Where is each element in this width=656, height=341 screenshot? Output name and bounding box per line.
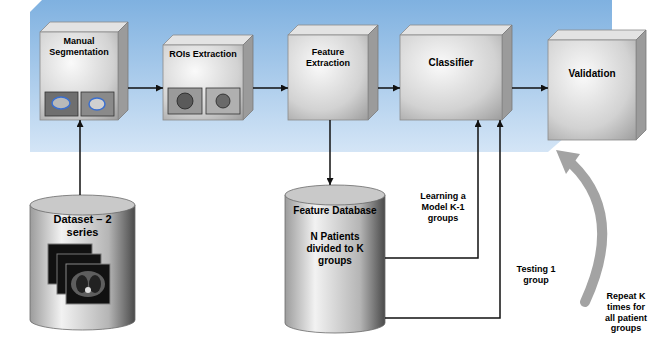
flow-arrow bbox=[378, 87, 400, 89]
cube-top-face bbox=[163, 35, 253, 45]
process-box: Manual Segmentation bbox=[40, 32, 118, 120]
cube-outline bbox=[40, 22, 128, 120]
cube-front-face bbox=[163, 45, 243, 120]
cylinder-outline bbox=[285, 185, 385, 333]
cylinder-body bbox=[30, 205, 135, 330]
roi-blob bbox=[177, 93, 193, 109]
ct-spine bbox=[85, 287, 91, 293]
node-title: Validation bbox=[568, 68, 615, 80]
ct-thumbnail bbox=[45, 92, 78, 116]
cube-outline bbox=[163, 35, 253, 120]
flow-arrow bbox=[385, 120, 478, 258]
flow-arrow bbox=[385, 120, 500, 318]
node-title: Dataset – 2 series bbox=[38, 213, 127, 239]
cylinder-outline bbox=[30, 195, 135, 330]
cube-top-face bbox=[40, 22, 128, 32]
cube-top-face bbox=[400, 25, 512, 35]
cube-front-face bbox=[400, 35, 502, 120]
curved-arrow-head bbox=[556, 150, 580, 174]
node-title: Classifier bbox=[428, 57, 473, 69]
process-box: Classifier bbox=[400, 35, 502, 120]
roi-thumbnails bbox=[168, 88, 240, 114]
process-box: ROIs Extraction bbox=[163, 45, 243, 120]
cube-front-face bbox=[548, 40, 636, 140]
cube-side-face bbox=[636, 30, 646, 140]
flow-arrow bbox=[128, 87, 163, 89]
process-box: Validation bbox=[548, 40, 636, 140]
cube-outline bbox=[400, 25, 512, 120]
node-title: Feature Extraction bbox=[291, 47, 365, 69]
roi-thumbnail bbox=[168, 88, 202, 114]
node-body: N Patients divided to K groups bbox=[293, 231, 377, 267]
cylinder-top bbox=[285, 185, 385, 205]
database-cylinder: Feature Database N Patients divided to K … bbox=[285, 185, 385, 333]
blue-band bbox=[30, 0, 612, 152]
edge-label: Testing 1 group bbox=[506, 263, 566, 287]
curved-arrow-body bbox=[572, 164, 602, 302]
cylinder-top bbox=[30, 195, 135, 215]
segmentation-outline bbox=[52, 97, 70, 109]
cube-top-face bbox=[288, 25, 378, 35]
ct-slice-stack bbox=[48, 244, 110, 304]
segmentation-outline bbox=[89, 98, 105, 110]
cube-side-face bbox=[502, 25, 512, 120]
cube-top-face bbox=[548, 30, 646, 40]
ct-slice bbox=[66, 264, 110, 304]
cube-side-face bbox=[118, 22, 128, 120]
roi-thumbnail bbox=[206, 88, 240, 114]
process-box: Feature Extraction bbox=[288, 35, 368, 120]
node-title: Feature Database bbox=[293, 205, 376, 217]
edge-label: Learning a Model K-1 groups bbox=[412, 190, 474, 224]
flow-arrow bbox=[329, 120, 331, 185]
flow-arrow bbox=[79, 120, 81, 195]
annotation-label: Repeat K times for all patient groups bbox=[600, 290, 652, 335]
cube-side-face bbox=[368, 25, 378, 120]
flow-arrow bbox=[253, 87, 288, 89]
node-title: Manual Segmentation bbox=[43, 36, 115, 58]
cylinder-body bbox=[285, 195, 385, 333]
roi-blob bbox=[216, 94, 230, 108]
cube-side-face bbox=[243, 35, 253, 120]
cube-outline bbox=[548, 30, 646, 140]
ct-body bbox=[71, 271, 105, 297]
ct-thumbnail bbox=[81, 92, 114, 116]
cube-outline bbox=[288, 25, 378, 120]
segmentation-thumbnails bbox=[45, 92, 114, 116]
flow-arrow bbox=[512, 87, 548, 89]
cube-front-face bbox=[288, 35, 368, 120]
node-title: ROIs Extraction bbox=[169, 49, 237, 60]
cube-front-face bbox=[40, 32, 118, 120]
database-cylinder: Dataset – 2 series bbox=[30, 195, 135, 330]
